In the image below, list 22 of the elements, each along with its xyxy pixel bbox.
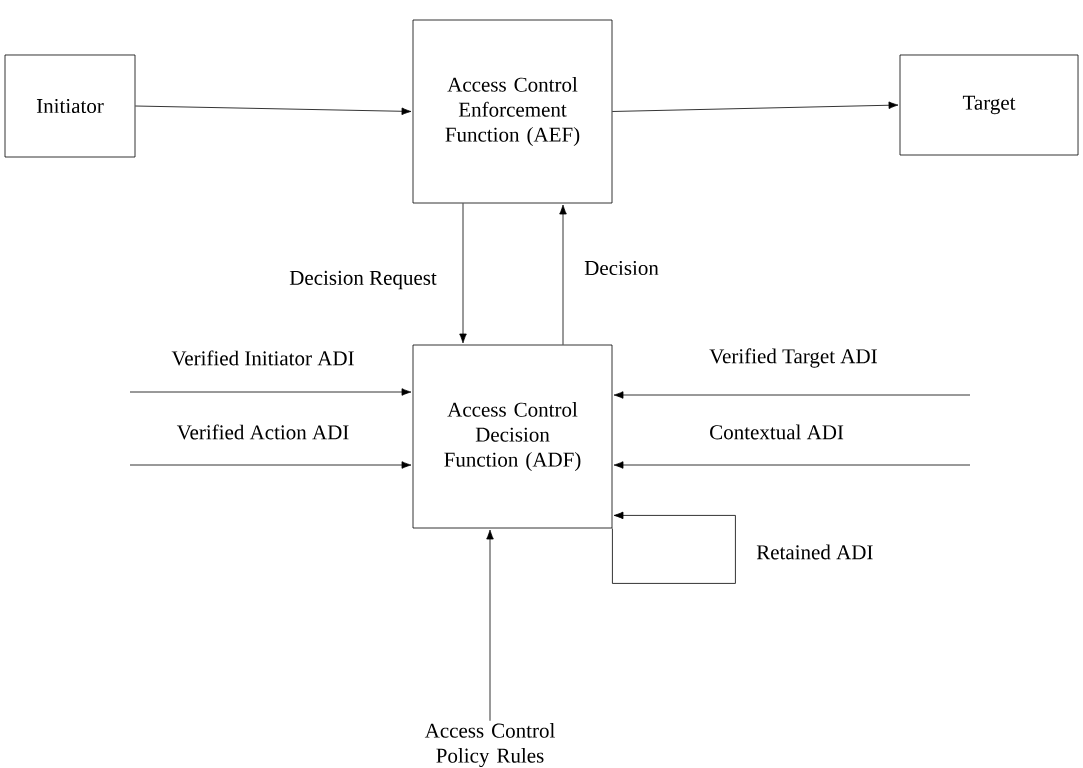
edge-label: Retained ADI	[756, 544, 873, 560]
arrow	[613, 461, 971, 469]
process-box: Access Control Enforcement Function (AEF)	[412, 19, 613, 204]
arrow	[486, 529, 494, 722]
arrow	[135, 105, 412, 115]
text-label: Access Control Policy Rules	[424, 722, 555, 768]
arrow	[129, 388, 412, 396]
edge-label: Contextual ADI	[710, 424, 844, 440]
process-box: Target	[899, 54, 1079, 156]
arrow	[559, 204, 567, 345]
process-box: Access Control Decision Function (ADF)	[412, 344, 613, 529]
arrow	[129, 461, 412, 469]
arrow	[612, 101, 899, 112]
arrow	[613, 391, 971, 399]
edge-label: Verified Initiator ADI	[171, 350, 354, 366]
arrow	[459, 203, 467, 344]
edge-label: Verified Target ADI	[709, 348, 877, 368]
edge-label: Decision Request	[289, 270, 437, 290]
arrow	[612, 511, 736, 584]
process-box: Initiator	[4, 54, 136, 158]
edge-label: Decision	[584, 260, 659, 276]
edge-label: Verified Action ADI	[176, 424, 349, 440]
